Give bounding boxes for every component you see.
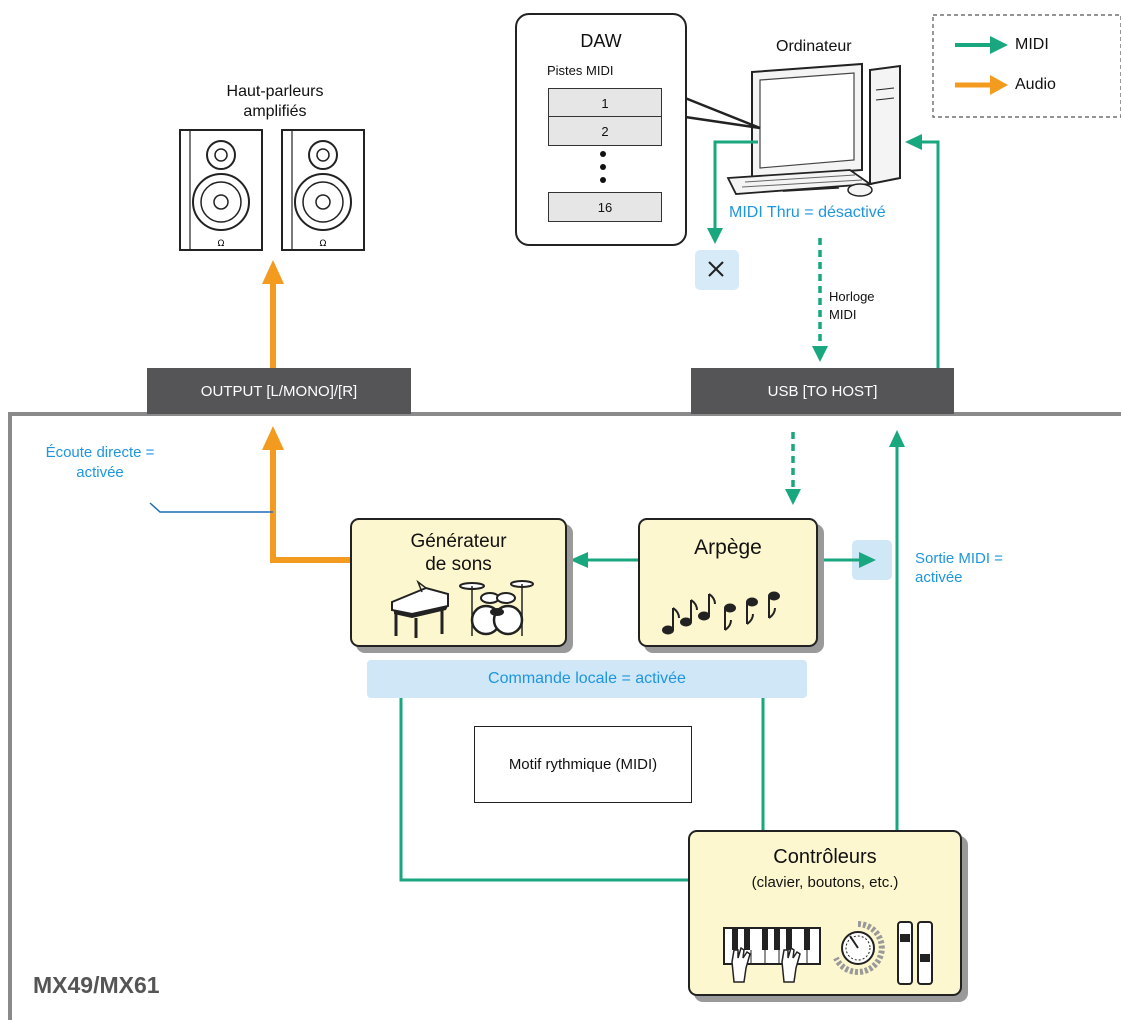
tone-generator-label: Générateur de sons — [410, 531, 507, 575]
svg-text:Ω: Ω — [218, 239, 225, 249]
keyboard-icon — [723, 927, 821, 983]
arpeggio-block: Arpège — [638, 518, 818, 647]
audio-path-tone-to-output — [262, 426, 350, 563]
midi-clock-dashed-arrow-bottom — [785, 432, 801, 505]
knob-icon — [833, 921, 885, 975]
direct-monitor-pointer — [149, 502, 273, 513]
speaker-left-icon: Ω — [179, 129, 263, 251]
legend-audio-arrow — [955, 75, 1008, 95]
output-port: OUTPUT [L/MONO]/[R] — [147, 368, 411, 414]
midi-out-label: Sortie MIDI = activée — [915, 550, 1003, 586]
audio-path-to-speakers — [262, 260, 284, 368]
local-control-label: Commande locale = activée — [488, 670, 686, 687]
controllers-subtitle: (clavier, boutons, etc.) — [751, 874, 899, 891]
sliders-icon — [897, 921, 933, 985]
piano-icon — [391, 580, 449, 638]
tone-generator-block: Générateur de sons — [350, 518, 567, 647]
midi-clock-label: Horloge MIDI — [829, 289, 875, 322]
computer-label: Ordinateur — [776, 38, 852, 55]
midi-clock-dashed-arrow-top — [812, 238, 828, 362]
controllers-block: Contrôleurs (clavier, boutons, etc.) — [688, 830, 962, 996]
daw-title: DAW — [580, 31, 622, 51]
daw-track-2: 2 — [548, 116, 662, 146]
speakers-label: Haut-parleurs amplifiés — [226, 83, 324, 120]
device-frame — [8, 412, 1121, 1020]
usb-port: USB [TO HOST] — [691, 368, 954, 414]
legend-box — [932, 14, 1121, 118]
speaker-right-icon: Ω — [281, 129, 365, 251]
daw-callout: DAW Pistes MIDI 1 2 16 — [515, 13, 687, 246]
midi-path-arpeggio-to-tone — [570, 552, 638, 568]
daw-track-ellipsis — [600, 151, 608, 183]
arpeggio-label: Arpège — [694, 536, 762, 559]
controllers-title: Contrôleurs — [773, 846, 877, 868]
music-notes-icon — [662, 591, 780, 635]
direct-monitor-label: Écoute directe = activée — [45, 444, 155, 481]
legend-midi-label: MIDI — [1015, 36, 1049, 53]
midi-thru-label: MIDI Thru = désactivé — [729, 204, 886, 221]
device-name: MX49/MX61 — [33, 972, 160, 998]
legend-midi-arrow — [955, 36, 1008, 54]
daw-track-1: 1 — [548, 88, 662, 118]
computer-icon — [726, 62, 901, 197]
rhythm-pattern-block: Motif rythmique (MIDI) — [474, 726, 692, 803]
blocked-x-icon — [708, 261, 724, 277]
midi-path-arpeggio-to-out — [818, 552, 876, 568]
drums-icon — [459, 580, 534, 636]
daw-track-16: 16 — [548, 192, 662, 222]
daw-tracks-label: Pistes MIDI — [547, 63, 614, 78]
midi-path-usb-to-computer — [905, 134, 940, 368]
legend-audio-label: Audio — [1015, 76, 1056, 93]
midi-thru-blocked-path — [707, 140, 758, 244]
local-control-band — [367, 660, 807, 698]
daw-callout-pointer — [664, 88, 761, 130]
midi-path-controllers-to-usb — [889, 430, 905, 830]
svg-text:Ω: Ω — [320, 239, 327, 249]
